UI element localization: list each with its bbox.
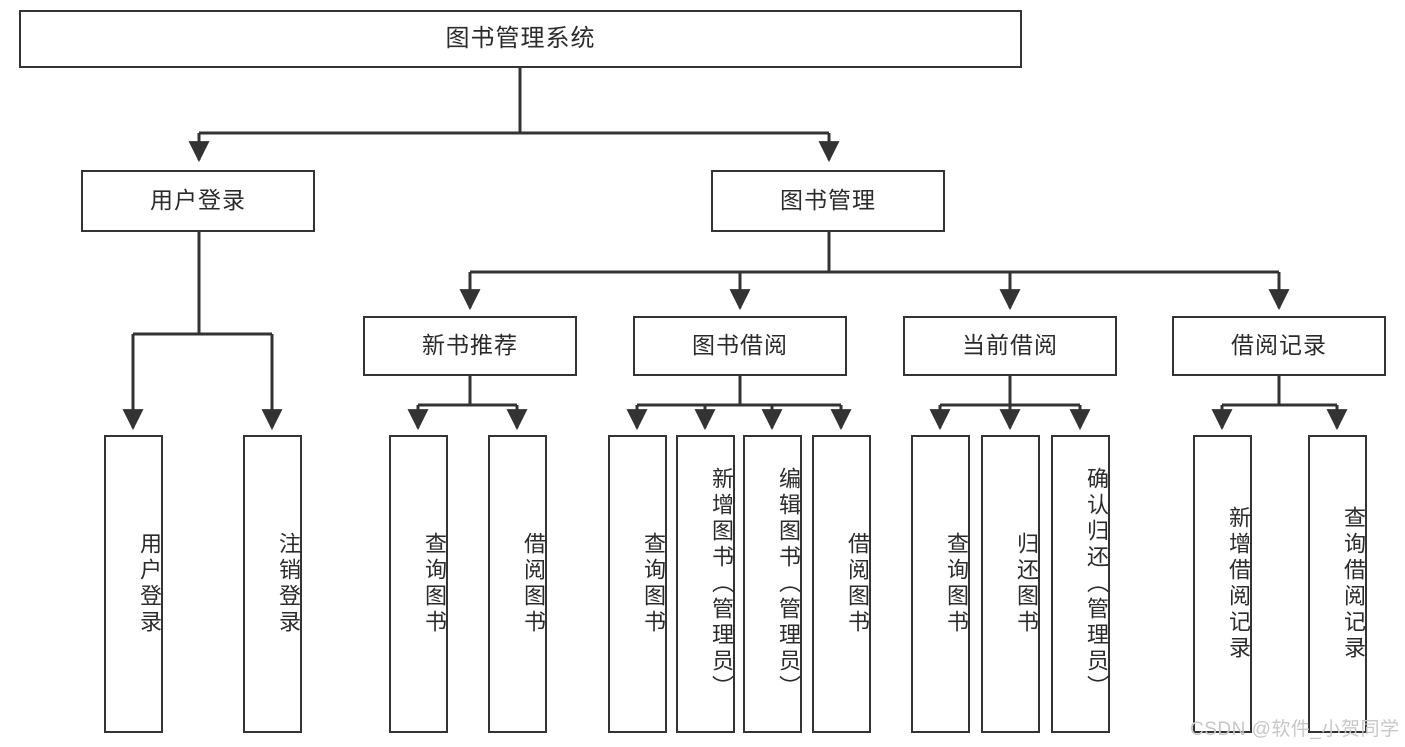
leaf-borrow-edit-book-admin[interactable]: 编辑图书（管理员） bbox=[743, 435, 802, 733]
leaf-borrow-query-book[interactable]: 查询图书 bbox=[608, 435, 667, 733]
leaf-borrow-borrow-book[interactable]: 借阅图书 bbox=[812, 435, 871, 733]
node-label: 借阅图书 bbox=[845, 532, 870, 636]
node-label: 确认归还（管理员） bbox=[1084, 467, 1109, 701]
node-label: 编辑图书（管理员） bbox=[776, 467, 801, 701]
node-label: 用户登录 bbox=[150, 187, 246, 214]
leaf-record-query-record[interactable]: 查询借阅记录 bbox=[1308, 435, 1367, 733]
node-label: 新增图书（管理员） bbox=[709, 467, 734, 701]
node-label: 查询图书 bbox=[641, 532, 666, 636]
node-label: 用户登录 bbox=[137, 532, 162, 636]
node-label: 新增借阅记录 bbox=[1226, 506, 1251, 662]
node-label: 新书推荐 bbox=[422, 332, 518, 359]
node-label: 归还图书 bbox=[1014, 532, 1039, 636]
node-book-borrow[interactable]: 图书借阅 bbox=[633, 316, 847, 376]
leaf-recommend-borrow-book[interactable]: 借阅图书 bbox=[488, 435, 547, 733]
leaf-borrow-add-book-admin[interactable]: 新增图书（管理员） bbox=[676, 435, 735, 733]
node-label: 注销登录 bbox=[276, 532, 301, 636]
node-label: 借阅记录 bbox=[1231, 332, 1327, 359]
leaf-current-return-book[interactable]: 归还图书 bbox=[981, 435, 1040, 733]
node-current-borrow[interactable]: 当前借阅 bbox=[903, 316, 1117, 376]
node-label: 图书管理系统 bbox=[445, 24, 596, 52]
leaf-user-login-signin[interactable]: 用户登录 bbox=[104, 435, 163, 733]
node-label: 借阅图书 bbox=[521, 532, 546, 636]
node-book-management[interactable]: 图书管理 bbox=[711, 170, 945, 232]
leaf-recommend-query-book[interactable]: 查询图书 bbox=[389, 435, 448, 733]
node-label: 查询图书 bbox=[944, 532, 969, 636]
node-label: 查询借阅记录 bbox=[1341, 506, 1366, 662]
leaf-current-confirm-return-admin[interactable]: 确认归还（管理员） bbox=[1051, 435, 1110, 733]
node-user-login[interactable]: 用户登录 bbox=[81, 170, 315, 232]
leaf-user-login-signout[interactable]: 注销登录 bbox=[243, 435, 302, 733]
leaf-current-query-book[interactable]: 查询图书 bbox=[911, 435, 970, 733]
node-label: 查询图书 bbox=[422, 532, 447, 636]
node-borrow-record[interactable]: 借阅记录 bbox=[1172, 316, 1386, 376]
node-new-book-recommend[interactable]: 新书推荐 bbox=[363, 316, 577, 376]
leaf-record-add-record[interactable]: 新增借阅记录 bbox=[1193, 435, 1252, 733]
node-label: 当前借阅 bbox=[962, 332, 1058, 359]
node-label: 图书管理 bbox=[780, 187, 876, 214]
node-label: 图书借阅 bbox=[692, 332, 788, 359]
node-root-system[interactable]: 图书管理系统 bbox=[19, 10, 1022, 68]
